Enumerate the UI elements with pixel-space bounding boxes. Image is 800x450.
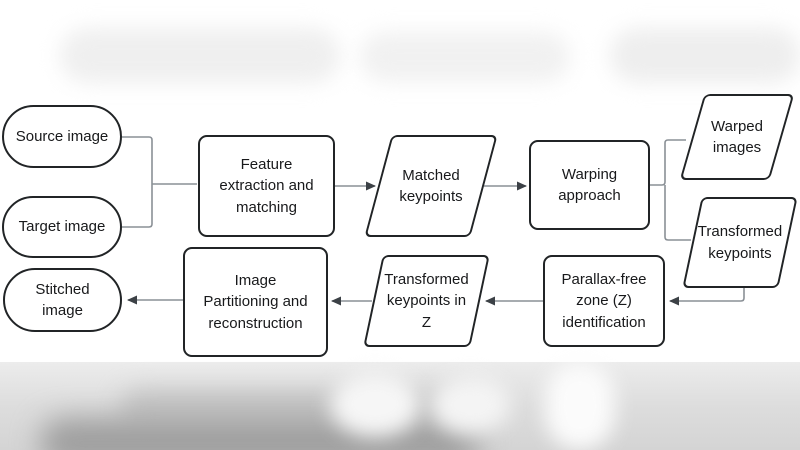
node-image-partitioning: Image Partitioning and reconstruction: [183, 247, 328, 357]
node-warped-images: Warped images: [679, 94, 795, 180]
background-blur-blob: [330, 372, 420, 437]
background-blur-blob: [40, 418, 480, 450]
node-warping-approach: Warping approach: [529, 140, 650, 230]
background-blur-blob: [430, 375, 510, 435]
node-warping-approach-label: Warping approach: [558, 165, 621, 204]
node-transformed-keypoints-label: Transformed keypoints: [697, 223, 783, 262]
node-stitched-image: Stitched image: [3, 268, 122, 332]
node-warped-images-label: Warped images: [711, 117, 763, 156]
connector-warping-to-transformed-keypoints: [664, 185, 691, 241]
background-blur-blob: [120, 390, 480, 430]
node-parallax-free-zone-label: Parallax-free zone (Z) identification: [561, 271, 647, 331]
connector-warping-to-warped-images: [650, 139, 686, 186]
connector-transformed-keypoints-to-parallax: [669, 288, 745, 306]
node-image-partitioning-label: Image Partitioning and reconstruction: [203, 272, 308, 332]
background-blur-blob: [545, 362, 615, 450]
node-matched-keypoints: Matched keypoints: [364, 135, 498, 237]
background-blur-blob: [360, 32, 570, 82]
node-stitched-image-label: Stitched image: [35, 280, 90, 319]
node-feature-extraction-label: Feature extraction and matching: [219, 156, 314, 216]
node-transformed-keypoints-in-z: Transformed keypoints in Z: [363, 255, 490, 347]
node-target-image: Target image: [2, 196, 122, 258]
node-parallax-free-zone: Parallax-free zone (Z) identification: [543, 255, 665, 347]
background-blur-blob: [60, 28, 340, 83]
background-blur-blob: [610, 28, 800, 83]
node-source-image-label: Source image: [15, 127, 109, 145]
node-feature-extraction: Feature extraction and matching: [198, 135, 335, 237]
node-target-image-label: Target image: [18, 218, 106, 236]
node-matched-keypoints-label: Matched keypoints: [399, 166, 463, 205]
connector-source-target-merge: [122, 136, 153, 228]
node-transformed-keypoints-in-z-label: Transformed keypoints in Z: [384, 271, 469, 331]
node-transformed-keypoints: Transformed keypoints: [682, 197, 798, 288]
node-source-image: Source image: [2, 105, 122, 168]
background-bottom-band: [0, 362, 800, 450]
